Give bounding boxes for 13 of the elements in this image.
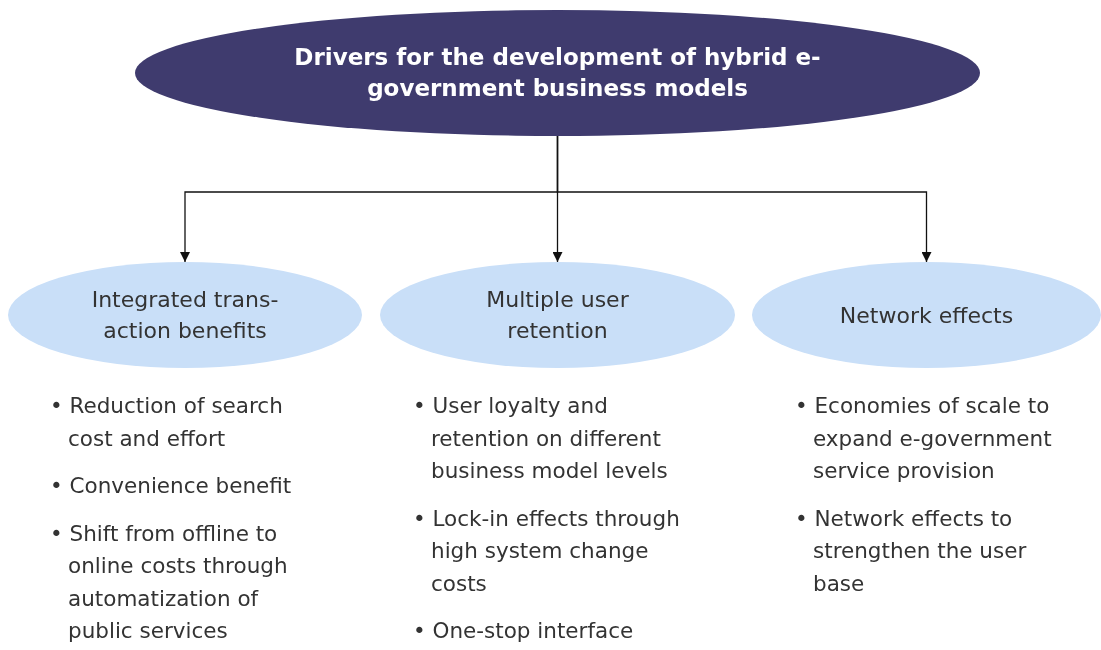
node-label: Drivers for the development of hybrid e-government business models: [293, 43, 822, 103]
bullet-point: • Economies of scale to expand e-government service provision: [795, 392, 1053, 485]
category-label: Multiple user retention: [485, 286, 630, 345]
category-label: Integrated trans-action benefits: [90, 286, 280, 345]
connector-arrow: [556, 135, 932, 263]
category-label: Network effects: [839, 301, 1014, 330]
bullet-point: • Network effects to strengthen the user base: [795, 504, 1028, 598]
bullet-point: • Shift from offline to online costs through automatization of public services: [50, 519, 289, 645]
bullet-point: • Reduction of search cost and effort: [50, 392, 284, 453]
bullet-point: • User loyalty and retention on different business model levels: [413, 392, 669, 485]
bullet-point: • Convenience benefit: [50, 472, 293, 500]
bullet-point: • One-stop interface: [413, 617, 635, 645]
bullet-point: • Lock-in effects through high system change costs: [413, 504, 681, 598]
